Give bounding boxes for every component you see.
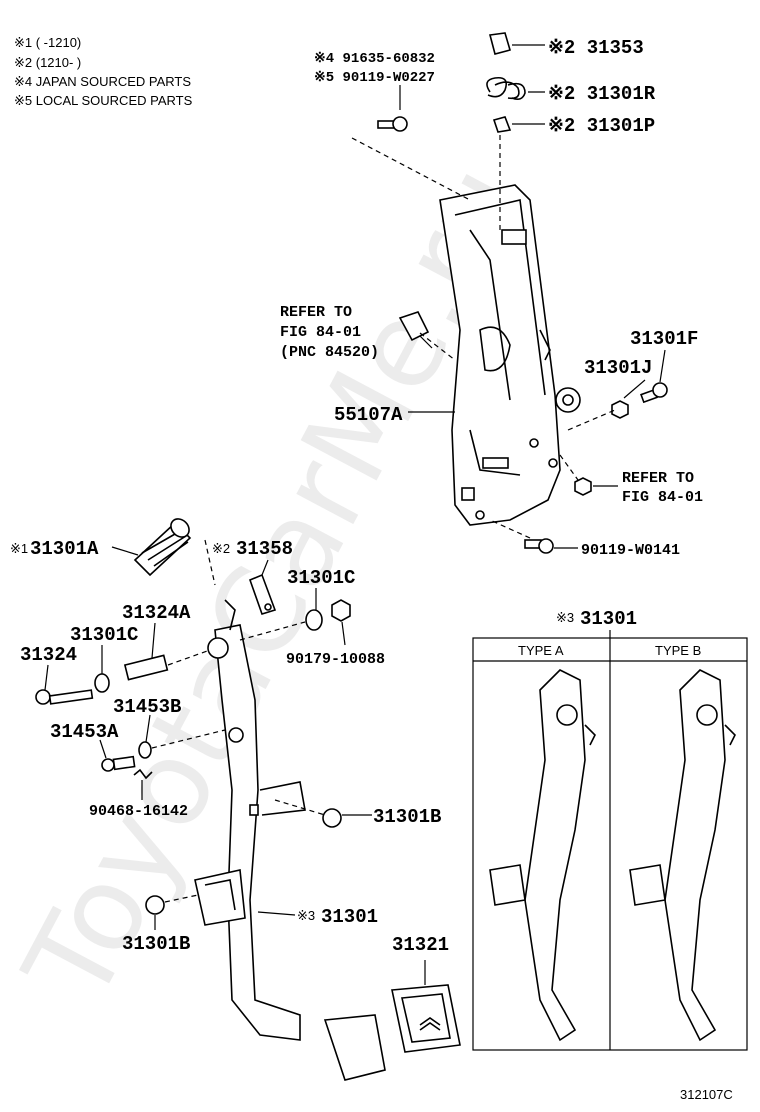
label-31301p: ※2 31301P bbox=[548, 115, 655, 137]
label-31301-main: 31301 bbox=[321, 906, 378, 928]
figure-number: 312107C bbox=[680, 1087, 733, 1102]
label-type-a: TYPE A bbox=[518, 643, 564, 658]
nut-refer-84-01 bbox=[574, 477, 618, 496]
mark-31358: ※2 bbox=[212, 541, 230, 556]
note-2: ※2 (1210- ) bbox=[14, 55, 81, 70]
bolt-31324 bbox=[35, 664, 94, 705]
cushion-31301b-upper bbox=[322, 808, 372, 828]
label-55107a: 55107A bbox=[334, 404, 403, 426]
bush-31301c-left bbox=[94, 645, 110, 693]
plate-31358 bbox=[248, 559, 277, 615]
collar-31324a bbox=[123, 622, 169, 681]
label-31301r: ※2 31301R bbox=[548, 83, 656, 105]
label-90119-w0141: 90119-W0141 bbox=[581, 542, 680, 559]
label-refer-fig-2: FIG 84-01 bbox=[622, 489, 703, 506]
inset-box-31301-types bbox=[472, 630, 748, 1051]
nut-31301j bbox=[611, 379, 646, 419]
inset-type-a-pedal bbox=[489, 669, 596, 1042]
label-31324: 31324 bbox=[20, 644, 77, 666]
note-4: ※4 JAPAN SOURCED PARTS bbox=[14, 74, 191, 89]
label-91635-60832: ※4 91635-60832 bbox=[314, 51, 435, 67]
label-31321: 31321 bbox=[392, 934, 449, 956]
label-refer-to-1: REFER TO bbox=[280, 304, 352, 321]
label-31453b: 31453B bbox=[113, 696, 181, 718]
note-1: ※1 ( -1210) bbox=[14, 35, 81, 50]
bush-31301c-right bbox=[305, 588, 323, 631]
label-31353: ※2 31353 bbox=[548, 37, 644, 59]
cushion-31301b-lower bbox=[145, 895, 165, 930]
label-refer-to-2: REFER TO bbox=[622, 470, 694, 487]
bolt-31453a bbox=[99, 739, 136, 772]
bush-31453b bbox=[138, 714, 152, 759]
pedal-bracket-55107a bbox=[439, 184, 581, 526]
label-31301f: 31301F bbox=[630, 328, 698, 350]
label-90468-16142: 90468-16142 bbox=[89, 803, 188, 820]
label-31301b-lower: 31301B bbox=[122, 933, 190, 955]
clutch-pedal-arm bbox=[194, 599, 386, 1081]
label-31301c-right: 31301C bbox=[287, 567, 355, 589]
stop-light-switch bbox=[398, 311, 433, 349]
label-type-b: TYPE B bbox=[655, 643, 701, 658]
label-90119-w0227: ※5 90119-W0227 bbox=[314, 70, 435, 86]
label-31301b-upper: 31301B bbox=[373, 806, 441, 828]
nut-90179-10088 bbox=[331, 599, 351, 646]
pad-31321 bbox=[391, 960, 461, 1053]
spring-31301r bbox=[486, 76, 545, 100]
bolt-31301f bbox=[640, 349, 668, 404]
cushion-31301a bbox=[111, 518, 192, 577]
label-inset-title: 31301 bbox=[580, 608, 637, 630]
label-31453a: 31453A bbox=[50, 721, 119, 743]
bush-31301p bbox=[492, 116, 545, 133]
label-31358: 31358 bbox=[236, 538, 293, 560]
label-31301j: 31301J bbox=[584, 357, 652, 379]
label-refer-pnc: (PNC 84520) bbox=[280, 344, 379, 361]
mark-inset-title: ※3 bbox=[556, 610, 574, 625]
note-5: ※5 LOCAL SOURCED PARTS bbox=[14, 93, 193, 108]
clip-31353 bbox=[488, 32, 545, 55]
label-refer-fig-1: FIG 84-01 bbox=[280, 324, 361, 341]
label-31301a: 31301A bbox=[30, 538, 99, 560]
mark-31301a: ※1 bbox=[10, 541, 28, 556]
label-31301c-left: 31301C bbox=[70, 624, 138, 646]
bolt-90119-w0141 bbox=[524, 538, 578, 554]
legend-notes: ※1 ( -1210) ※2 (1210- ) ※4 JAPAN SOURCED… bbox=[14, 35, 193, 108]
bolt-91635 bbox=[377, 85, 408, 132]
label-90179-10088: 90179-10088 bbox=[286, 651, 385, 668]
inset-type-b-pedal bbox=[629, 669, 736, 1042]
clip-90468-16142 bbox=[133, 768, 153, 800]
label-31324a: 31324A bbox=[122, 602, 191, 624]
mark-31301-main: ※3 bbox=[297, 908, 315, 923]
